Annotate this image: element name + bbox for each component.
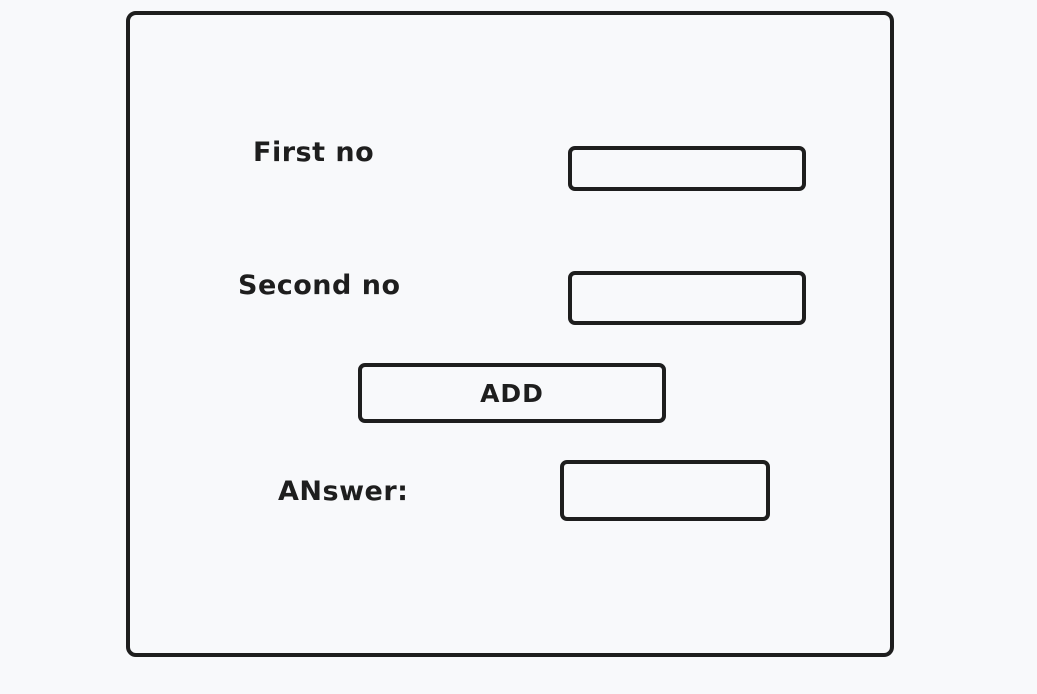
second-number-label: Second no <box>238 270 401 301</box>
answer-output[interactable] <box>564 464 766 517</box>
second-number-field-box <box>568 271 806 325</box>
add-button[interactable]: ADD <box>358 363 666 423</box>
first-number-field-box <box>568 146 806 191</box>
answer-label: ANswer: <box>278 476 409 507</box>
answer-field-box <box>560 460 770 521</box>
first-number-label: First no <box>253 137 375 168</box>
calculator-frame <box>126 11 894 657</box>
second-number-input[interactable] <box>572 275 802 321</box>
first-number-input[interactable] <box>572 150 802 187</box>
